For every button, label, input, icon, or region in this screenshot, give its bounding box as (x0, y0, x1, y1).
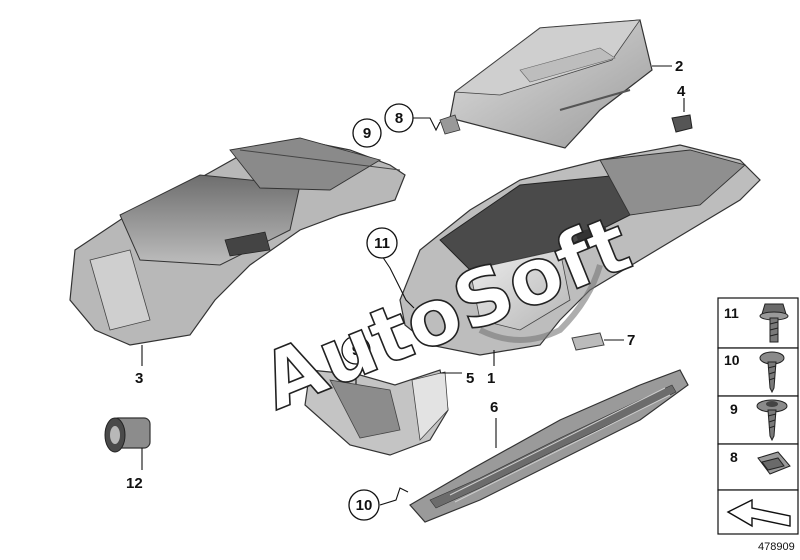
callout-5: 5 (466, 370, 474, 387)
callout-9-circle-mid: 9 (341, 335, 371, 365)
svg-text:11: 11 (374, 235, 390, 252)
svg-text:10: 10 (356, 497, 373, 514)
callout-10-circle: 10 (348, 489, 380, 521)
leader-lines (141, 65, 685, 506)
callout-7: 7 (627, 332, 635, 349)
hex-bolt-icon (759, 303, 789, 343)
callout-6: 6 (490, 399, 498, 416)
diagram-id: 478909 (758, 541, 795, 553)
callout-12: 12 (126, 475, 143, 492)
legend-label-11: 11 (724, 305, 739, 321)
part-12-lock-cylinder (104, 417, 151, 453)
callout-11-circle: 11 (366, 227, 398, 259)
fastener-legend: 11 10 9 8 (717, 297, 799, 535)
part-2-cover (439, 19, 653, 149)
pan-head-screw-icon (759, 351, 785, 394)
callout-4: 4 (677, 83, 686, 100)
svg-text:9: 9 (363, 125, 371, 142)
part-6-trim-strip (409, 369, 689, 523)
legend-label-8: 8 (730, 449, 738, 465)
clip-nut-icon (757, 451, 791, 475)
part-4-clip (671, 114, 693, 133)
callout-3: 3 (135, 370, 143, 387)
orientation-arrow-icon (726, 498, 791, 528)
callout-8-circle: 8 (384, 103, 414, 133)
legend-label-9: 9 (730, 401, 738, 417)
part-7-pad (571, 332, 605, 351)
part-3-housing (69, 137, 406, 346)
flange-screw-icon (756, 399, 788, 442)
callouts: 1 2 3 4 5 6 7 12 8 9 11 9 10 (126, 58, 686, 521)
legend-label-10: 10 (724, 352, 740, 368)
part-5-bracket (304, 369, 449, 456)
callout-1: 1 (487, 370, 495, 387)
callout-9-circle-top: 9 (352, 118, 382, 148)
svg-text:9: 9 (352, 342, 360, 359)
callout-2: 2 (675, 58, 683, 75)
part-1-glove-box (399, 144, 761, 356)
svg-text:8: 8 (395, 110, 403, 127)
